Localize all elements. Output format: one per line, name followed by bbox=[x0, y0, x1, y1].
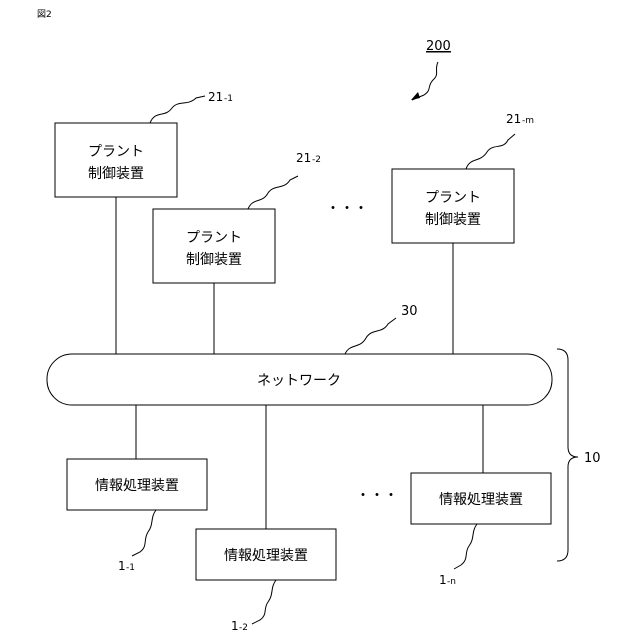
plant-controller-m-line2: 制御装置 bbox=[425, 212, 481, 228]
ref-1-n-leader bbox=[454, 524, 477, 569]
ref-1-2-sub: -2 bbox=[239, 623, 248, 633]
plant-controller-1-line1: プラント bbox=[88, 144, 144, 160]
ref-21-1-sub: -1 bbox=[224, 94, 233, 104]
plant-controller-m: プラント 制御装置 bbox=[392, 169, 514, 243]
info-processor-1: 情報処理装置 bbox=[67, 459, 207, 510]
ref-21-2-leader bbox=[248, 176, 298, 209]
plant-ellipsis: ・・・ bbox=[326, 201, 368, 217]
ref-21-2-main: 21 bbox=[296, 151, 311, 165]
figure-label: 図2 bbox=[37, 9, 52, 20]
info-processor-n-label: 情報処理装置 bbox=[439, 492, 523, 508]
info-processor-1-label: 情報処理装置 bbox=[95, 478, 179, 494]
ref-21-m-leader bbox=[466, 134, 515, 169]
plant-controller-2-line1: プラント bbox=[186, 230, 242, 246]
group-ref-label: 10 bbox=[584, 451, 601, 466]
ref-21-1-leader bbox=[150, 96, 205, 123]
ref-1-n-sub: -n bbox=[447, 577, 456, 587]
ref-1-2-main: 1 bbox=[231, 619, 239, 633]
system-ref-arrowhead bbox=[411, 92, 420, 100]
plant-controller-1-line2: 制御装置 bbox=[88, 166, 144, 182]
ref-21-m-main: 21 bbox=[506, 112, 521, 126]
plant-controller-m-line1: プラント bbox=[425, 190, 481, 206]
ref-1-1-main: 1 bbox=[118, 559, 126, 573]
group-brace bbox=[557, 349, 578, 561]
ref-21-m-sub: -m bbox=[522, 116, 534, 126]
ref-1-1-leader bbox=[132, 510, 156, 556]
system-ref-leader bbox=[412, 62, 438, 100]
network-ref-leader bbox=[345, 318, 396, 354]
ref-1-2-leader bbox=[252, 580, 276, 624]
info-processor-n: 情報処理装置 bbox=[411, 473, 551, 524]
plant-controller-1: プラント 制御装置 bbox=[55, 123, 177, 197]
network-label: ネットワーク bbox=[257, 373, 341, 389]
plant-controller-2-line2: 制御装置 bbox=[186, 252, 242, 268]
ref-21-2-sub: -2 bbox=[312, 155, 321, 165]
ref-1-1-sub: -1 bbox=[126, 563, 135, 573]
ref-21-1-main: 21 bbox=[208, 90, 223, 104]
info-processor-2: 情報処理装置 bbox=[196, 529, 336, 580]
network-bus: ネットワーク bbox=[47, 354, 552, 405]
info-ellipsis: ・・・ bbox=[356, 488, 398, 504]
plant-controller-2: プラント 制御装置 bbox=[153, 209, 275, 283]
ref-1-n-main: 1 bbox=[439, 573, 447, 587]
network-ref-label: 30 bbox=[401, 304, 418, 319]
info-processor-2-label: 情報処理装置 bbox=[224, 548, 308, 564]
